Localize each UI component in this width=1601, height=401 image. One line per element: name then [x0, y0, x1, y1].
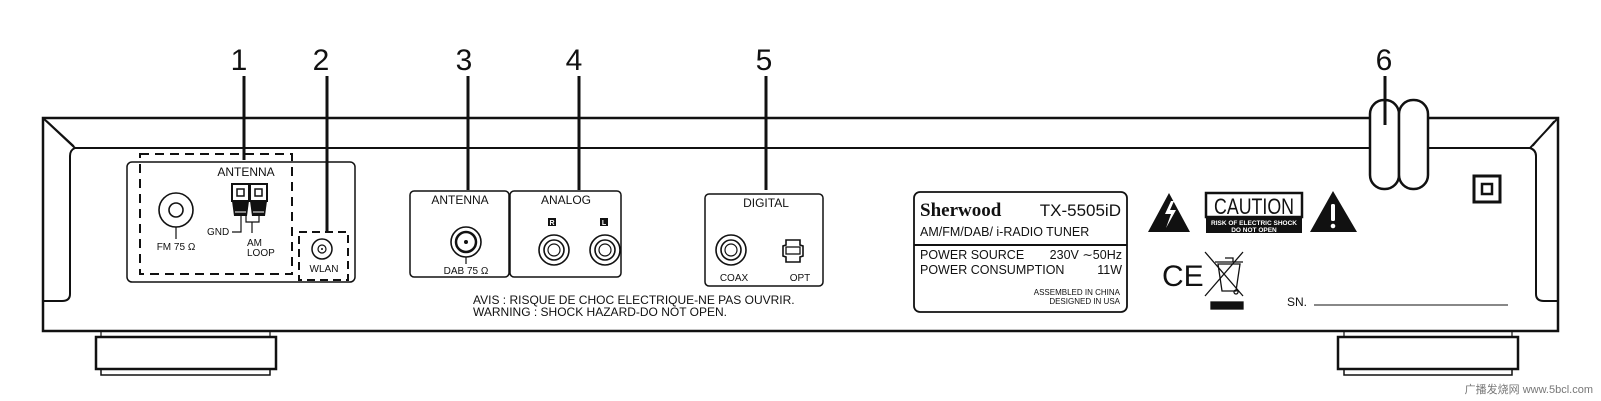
- svg-text:ANALOG: ANALOG: [541, 193, 591, 207]
- svg-text:RISK OF ELECTRIC SHOCK: RISK OF ELECTRIC SHOCK: [1211, 220, 1297, 227]
- svg-text:CAUTION: CAUTION: [1214, 194, 1294, 219]
- svg-text:L: L: [602, 220, 607, 227]
- svg-text:DAB 75 Ω: DAB 75 Ω: [444, 266, 489, 277]
- chassis: [41, 116, 1560, 333]
- callout-4: 4: [566, 44, 583, 190]
- am-loop-terminals[interactable]: [231, 183, 268, 233]
- svg-text:CE: CE: [1162, 260, 1204, 293]
- digital-output-panel: DIGITAL COAX OPT: [704, 193, 824, 287]
- svg-text:COAX: COAX: [720, 273, 749, 284]
- svg-text:DO NOT OPEN: DO NOT OPEN: [1231, 227, 1277, 234]
- left-foot: [94, 331, 278, 376]
- svg-text:AM/FM/DAB/ i-RADIO TUNER: AM/FM/DAB/ i-RADIO TUNER: [920, 225, 1089, 239]
- electric-shock-warning-icon: [1148, 193, 1190, 232]
- svg-text:WLAN: WLAN: [310, 264, 339, 275]
- antenna-fm-am-panel: ANTENNA FM 75 Ω GND AM LOOP: [126, 153, 356, 283]
- exclamation-warning-icon: [1310, 191, 1357, 232]
- svg-text:1: 1: [231, 44, 248, 77]
- wlan-antenna-jack[interactable]: [311, 238, 333, 260]
- caution-label: CAUTION RISK OF ELECTRIC SHOCK DO NOT OP…: [1204, 191, 1304, 234]
- ce-mark-icon: CE: [1162, 260, 1204, 293]
- svg-text:SN.: SN.: [1287, 295, 1307, 309]
- coax-digital-jack[interactable]: [715, 234, 747, 266]
- callout-2: 2: [313, 44, 330, 232]
- svg-text:DIGITAL: DIGITAL: [743, 196, 789, 210]
- nameplate: Sherwood TX-5505iD AM/FM/DAB/ i-RADIO TU…: [913, 191, 1128, 313]
- double-insulation-icon: [1472, 174, 1502, 204]
- svg-text:230V ∼50Hz: 230V ∼50Hz: [1050, 248, 1122, 262]
- svg-text:GND: GND: [207, 227, 229, 238]
- power-cord[interactable]: [1368, 76, 1430, 191]
- svg-text:3: 3: [456, 44, 473, 77]
- dab-antenna-jack[interactable]: [450, 226, 482, 264]
- callout-5: 5: [756, 44, 773, 190]
- svg-text:AM: AM: [247, 238, 262, 249]
- svg-text:WARNING : SHOCK HAZARD-DO NOT: WARNING : SHOCK HAZARD-DO NOT OPEN.: [473, 305, 727, 319]
- svg-text:Sherwood: Sherwood: [920, 200, 1002, 221]
- optical-digital-jack[interactable]: [782, 239, 804, 263]
- svg-text:FM 75 Ω: FM 75 Ω: [157, 242, 196, 253]
- callout-3: 3: [456, 44, 473, 190]
- fm-antenna-jack[interactable]: [158, 192, 194, 239]
- svg-text:OPT: OPT: [790, 273, 811, 284]
- svg-text:DESIGNED IN USA: DESIGNED IN USA: [1049, 297, 1120, 306]
- svg-text:POWER SOURCE: POWER SOURCE: [920, 248, 1024, 262]
- dab-antenna-panel: ANTENNA DAB 75 Ω: [409, 190, 510, 278]
- watermark: 广播发烧网 www.5bcl.com: [1464, 384, 1593, 396]
- analog-right-rca-jack[interactable]: [538, 234, 570, 266]
- analog-left-rca-jack[interactable]: [589, 234, 621, 266]
- serial-number-field: SN.: [1287, 295, 1508, 309]
- svg-text:TX-5505iD: TX-5505iD: [1040, 201, 1121, 220]
- svg-text:AVIS : RISQUE DE CHOC ELECTRIQ: AVIS : RISQUE DE CHOC ELECTRIQUE-NE PAS …: [473, 293, 795, 307]
- svg-text:POWER CONSUMPTION: POWER CONSUMPTION: [920, 263, 1064, 277]
- svg-text:LOOP: LOOP: [247, 248, 275, 259]
- warning-text: AVIS : RISQUE DE CHOC ELECTRIQUE-NE PAS …: [473, 293, 795, 319]
- wlan-panel: WLAN: [298, 231, 349, 281]
- svg-text:4: 4: [566, 44, 583, 77]
- svg-text:2: 2: [313, 44, 330, 77]
- weee-recycling-icon: [1204, 251, 1244, 310]
- svg-text:R: R: [549, 220, 554, 227]
- svg-text:5: 5: [756, 44, 773, 77]
- svg-text:6: 6: [1376, 44, 1393, 77]
- svg-text:11W: 11W: [1097, 263, 1122, 277]
- svg-text:ANTENNA: ANTENNA: [217, 165, 274, 179]
- right-foot: [1336, 331, 1520, 376]
- svg-text:ASSEMBLED IN CHINA: ASSEMBLED IN CHINA: [1034, 288, 1121, 297]
- callout-1: 1: [231, 44, 248, 160]
- svg-text:ANTENNA: ANTENNA: [431, 193, 488, 207]
- analog-output-panel: ANALOG R L: [509, 190, 622, 278]
